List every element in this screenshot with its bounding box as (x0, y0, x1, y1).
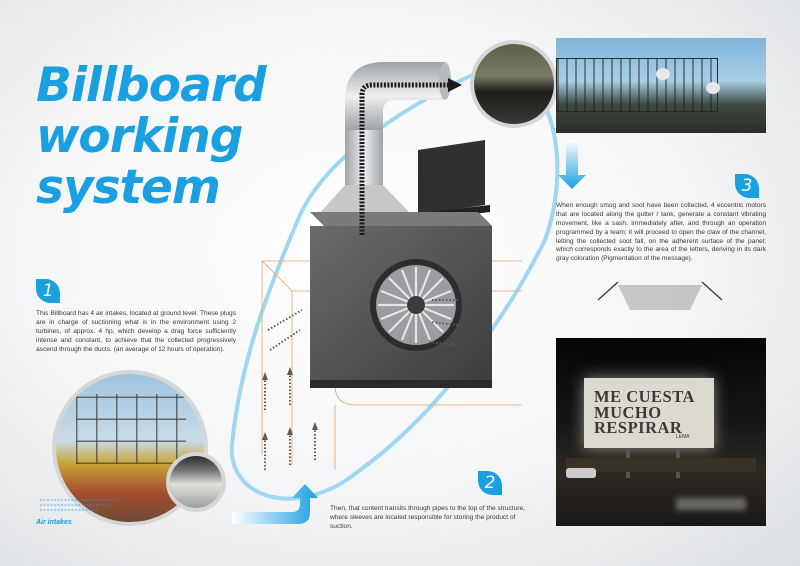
control-panel (418, 140, 485, 215)
turbine (370, 259, 462, 351)
billboard-line-3: RESPIRAR (594, 418, 683, 438)
title-line-1: Billboard (36, 58, 267, 113)
billboard-message: ME CUESTA MUCHO RESPIRAR (594, 387, 704, 438)
step-1-text: This Billboard has 4 air intakes, locate… (36, 310, 236, 353)
billboard-night-photo (556, 338, 766, 526)
particle-arrows (264, 299, 459, 470)
step-badge-2: 2 (478, 471, 502, 495)
intake-closeup-circle (166, 452, 226, 512)
step-number-3: 3 (741, 176, 753, 196)
title-line-3: system (36, 160, 221, 215)
soot-falling (597, 281, 723, 310)
flow-arrow-up (232, 484, 318, 524)
machine-box-top (310, 212, 492, 226)
flow-arrow-down (558, 140, 586, 189)
billboard-line-2: MUCHO (594, 402, 662, 422)
soot-path (359, 82, 450, 235)
step-number-2: 2 (484, 473, 496, 493)
sleeve-closeup-circle (470, 40, 558, 128)
structure-photo (556, 38, 766, 133)
step-badge-3: 3 (735, 174, 759, 198)
step-number-1: 1 (42, 281, 54, 301)
air-intakes-label: Air intakes (36, 519, 72, 526)
billboard-sub: LEMA (676, 434, 690, 440)
step-3-text: When enough smog and soot have been coll… (556, 202, 766, 263)
duct-elbow (345, 62, 445, 130)
duct-hood (318, 185, 412, 215)
flow-outline (229, 73, 560, 501)
step-2-text: Then, that content transits through pipe… (330, 505, 525, 530)
title-line-2: working (36, 109, 243, 164)
page-title: Billboard working system (36, 62, 276, 211)
step-badge-1: 1 (36, 279, 60, 303)
billboard-line-1: ME CUESTA (594, 387, 695, 406)
